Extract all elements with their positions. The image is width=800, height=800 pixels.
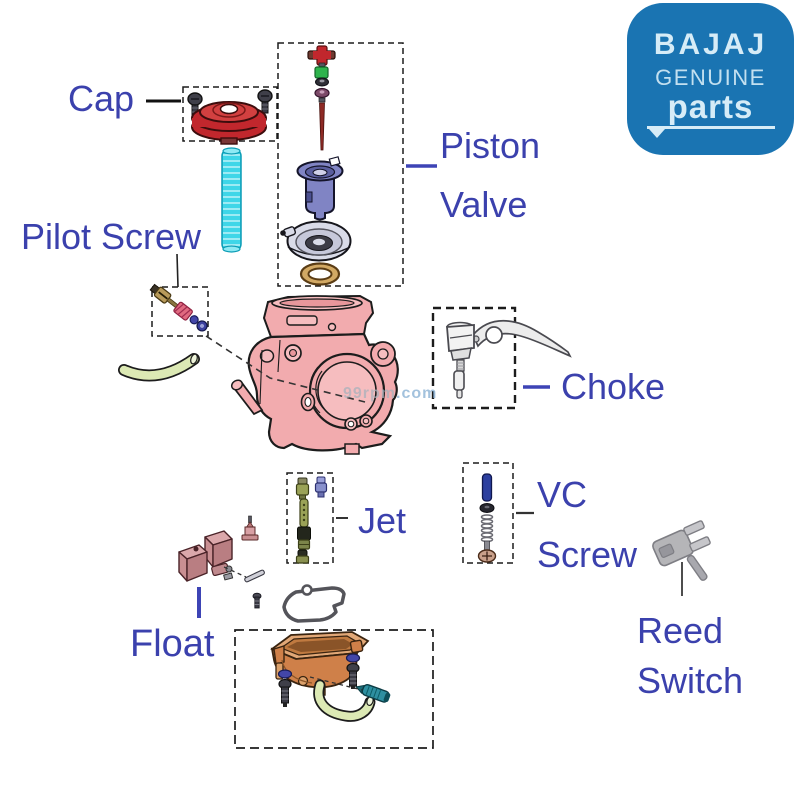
choke-box (431, 306, 517, 410)
float-needle-valve (241, 515, 259, 541)
float-pin (244, 569, 265, 583)
label-piston-valve: Piston Valve (440, 116, 540, 234)
float-bowl-box (234, 629, 434, 749)
label-vc-screw-line2: Screw (537, 534, 638, 575)
pilot-jet (295, 477, 310, 500)
leader-lines (146, 99, 683, 618)
label-vc-screw-line1: VC (537, 474, 588, 515)
logo-arrow-icon (648, 129, 665, 138)
drain-screw (355, 684, 391, 703)
float-bowl (270, 631, 370, 696)
label-reed-switch: Reed Switch (637, 606, 743, 706)
vc-screw-part (477, 473, 497, 563)
carburetor-body (230, 294, 399, 455)
pilot-screw-box (151, 286, 209, 337)
bowl-screw-right (345, 653, 361, 689)
label-vc-screw: VC Screw (537, 465, 637, 585)
label-piston-valve-line2: Valve (440, 184, 528, 225)
main-jet (295, 549, 310, 564)
piston-valve-box (277, 42, 404, 287)
diaphragm (280, 220, 352, 262)
vc-screw-box (462, 462, 514, 564)
jet-box (286, 472, 334, 564)
needle-jet (297, 498, 311, 550)
logo-genuine-text: GENUINE (655, 65, 766, 90)
watermark-site: 99rpm (343, 385, 397, 402)
jet-needle-assembly (307, 45, 336, 151)
logo-brand-text: BAJAJ (653, 28, 768, 61)
cap-screw-left (187, 92, 203, 118)
float-chamber-screw (252, 592, 262, 609)
label-cap: Cap (68, 78, 135, 119)
label-pilot-screw: Pilot Screw (21, 216, 202, 257)
watermark: 99rpm.com (343, 385, 437, 403)
fuel-tube-upper (118, 353, 200, 382)
label-reed-switch-line2: Switch (637, 660, 744, 701)
logo-underline-bar (646, 126, 775, 129)
pilot-screw-leader (176, 253, 179, 288)
pilot-screw-part (149, 283, 208, 332)
bowl-screw-left (277, 669, 293, 707)
pilot-screw-connector-dashed (205, 335, 366, 403)
jet-parts (295, 476, 328, 564)
cap-part (187, 89, 273, 145)
label-float: Float (130, 623, 215, 665)
cap-screw-right (257, 89, 273, 114)
watermark-tld: .com (396, 385, 438, 402)
label-reed-switch-line1: Reed (637, 610, 724, 651)
label-piston-valve-line1: Piston (440, 125, 541, 166)
logo-underline (646, 126, 775, 138)
cap-dome (191, 101, 267, 145)
choke-part (446, 320, 572, 399)
piston-valve-part (296, 156, 344, 221)
bowl-gasket (282, 584, 346, 623)
dashed-boxes (151, 42, 517, 749)
o-ring (299, 262, 341, 286)
float-part (178, 530, 234, 582)
label-choke: Choke (561, 366, 666, 407)
reed-switch-part (652, 520, 711, 581)
logo-parts-text: parts (667, 88, 754, 125)
drain-screw-connector-dashed (309, 676, 363, 691)
bajaj-genuine-parts-logo: BAJAJ GENUINE parts (627, 3, 794, 155)
label-jet: Jet (358, 500, 407, 541)
jet-needle (319, 102, 325, 151)
throttle-spring (221, 147, 242, 253)
starter-jet (314, 476, 328, 498)
